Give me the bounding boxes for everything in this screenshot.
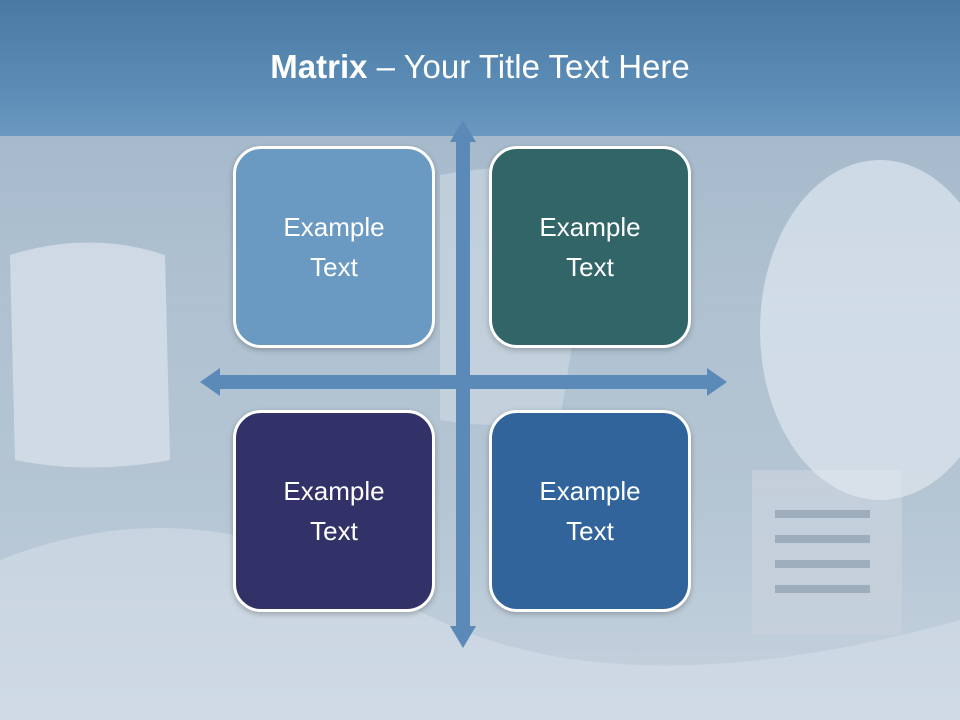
title-rest: – Your Title Text Here <box>367 48 690 85</box>
title-band <box>0 0 960 136</box>
title-bold: Matrix <box>270 48 368 85</box>
box-label-top-right: Example Text <box>539 212 641 282</box>
arrow-left-icon <box>200 368 220 396</box>
box-label-top-left: Example Text <box>283 212 385 282</box>
matrix-box-bottom-right: Example Text <box>489 410 691 612</box>
cooling-tower-left <box>10 242 170 468</box>
arrow-down-icon <box>450 626 476 648</box>
matrix-box-top-right: Example Text <box>489 146 691 348</box>
box-label-bottom-right: Example Text <box>539 476 641 546</box>
matrix-box-top-left: Example Text <box>233 146 435 348</box>
page-title: Matrix – Your Title Text Here <box>0 48 960 86</box>
arrow-up-icon <box>450 120 476 142</box>
horizontal-axis <box>216 375 710 389</box>
box-label-bottom-left: Example Text <box>283 476 385 546</box>
arrow-right-icon <box>707 368 727 396</box>
wave-spray <box>760 160 960 500</box>
matrix-box-bottom-left: Example Text <box>233 410 435 612</box>
